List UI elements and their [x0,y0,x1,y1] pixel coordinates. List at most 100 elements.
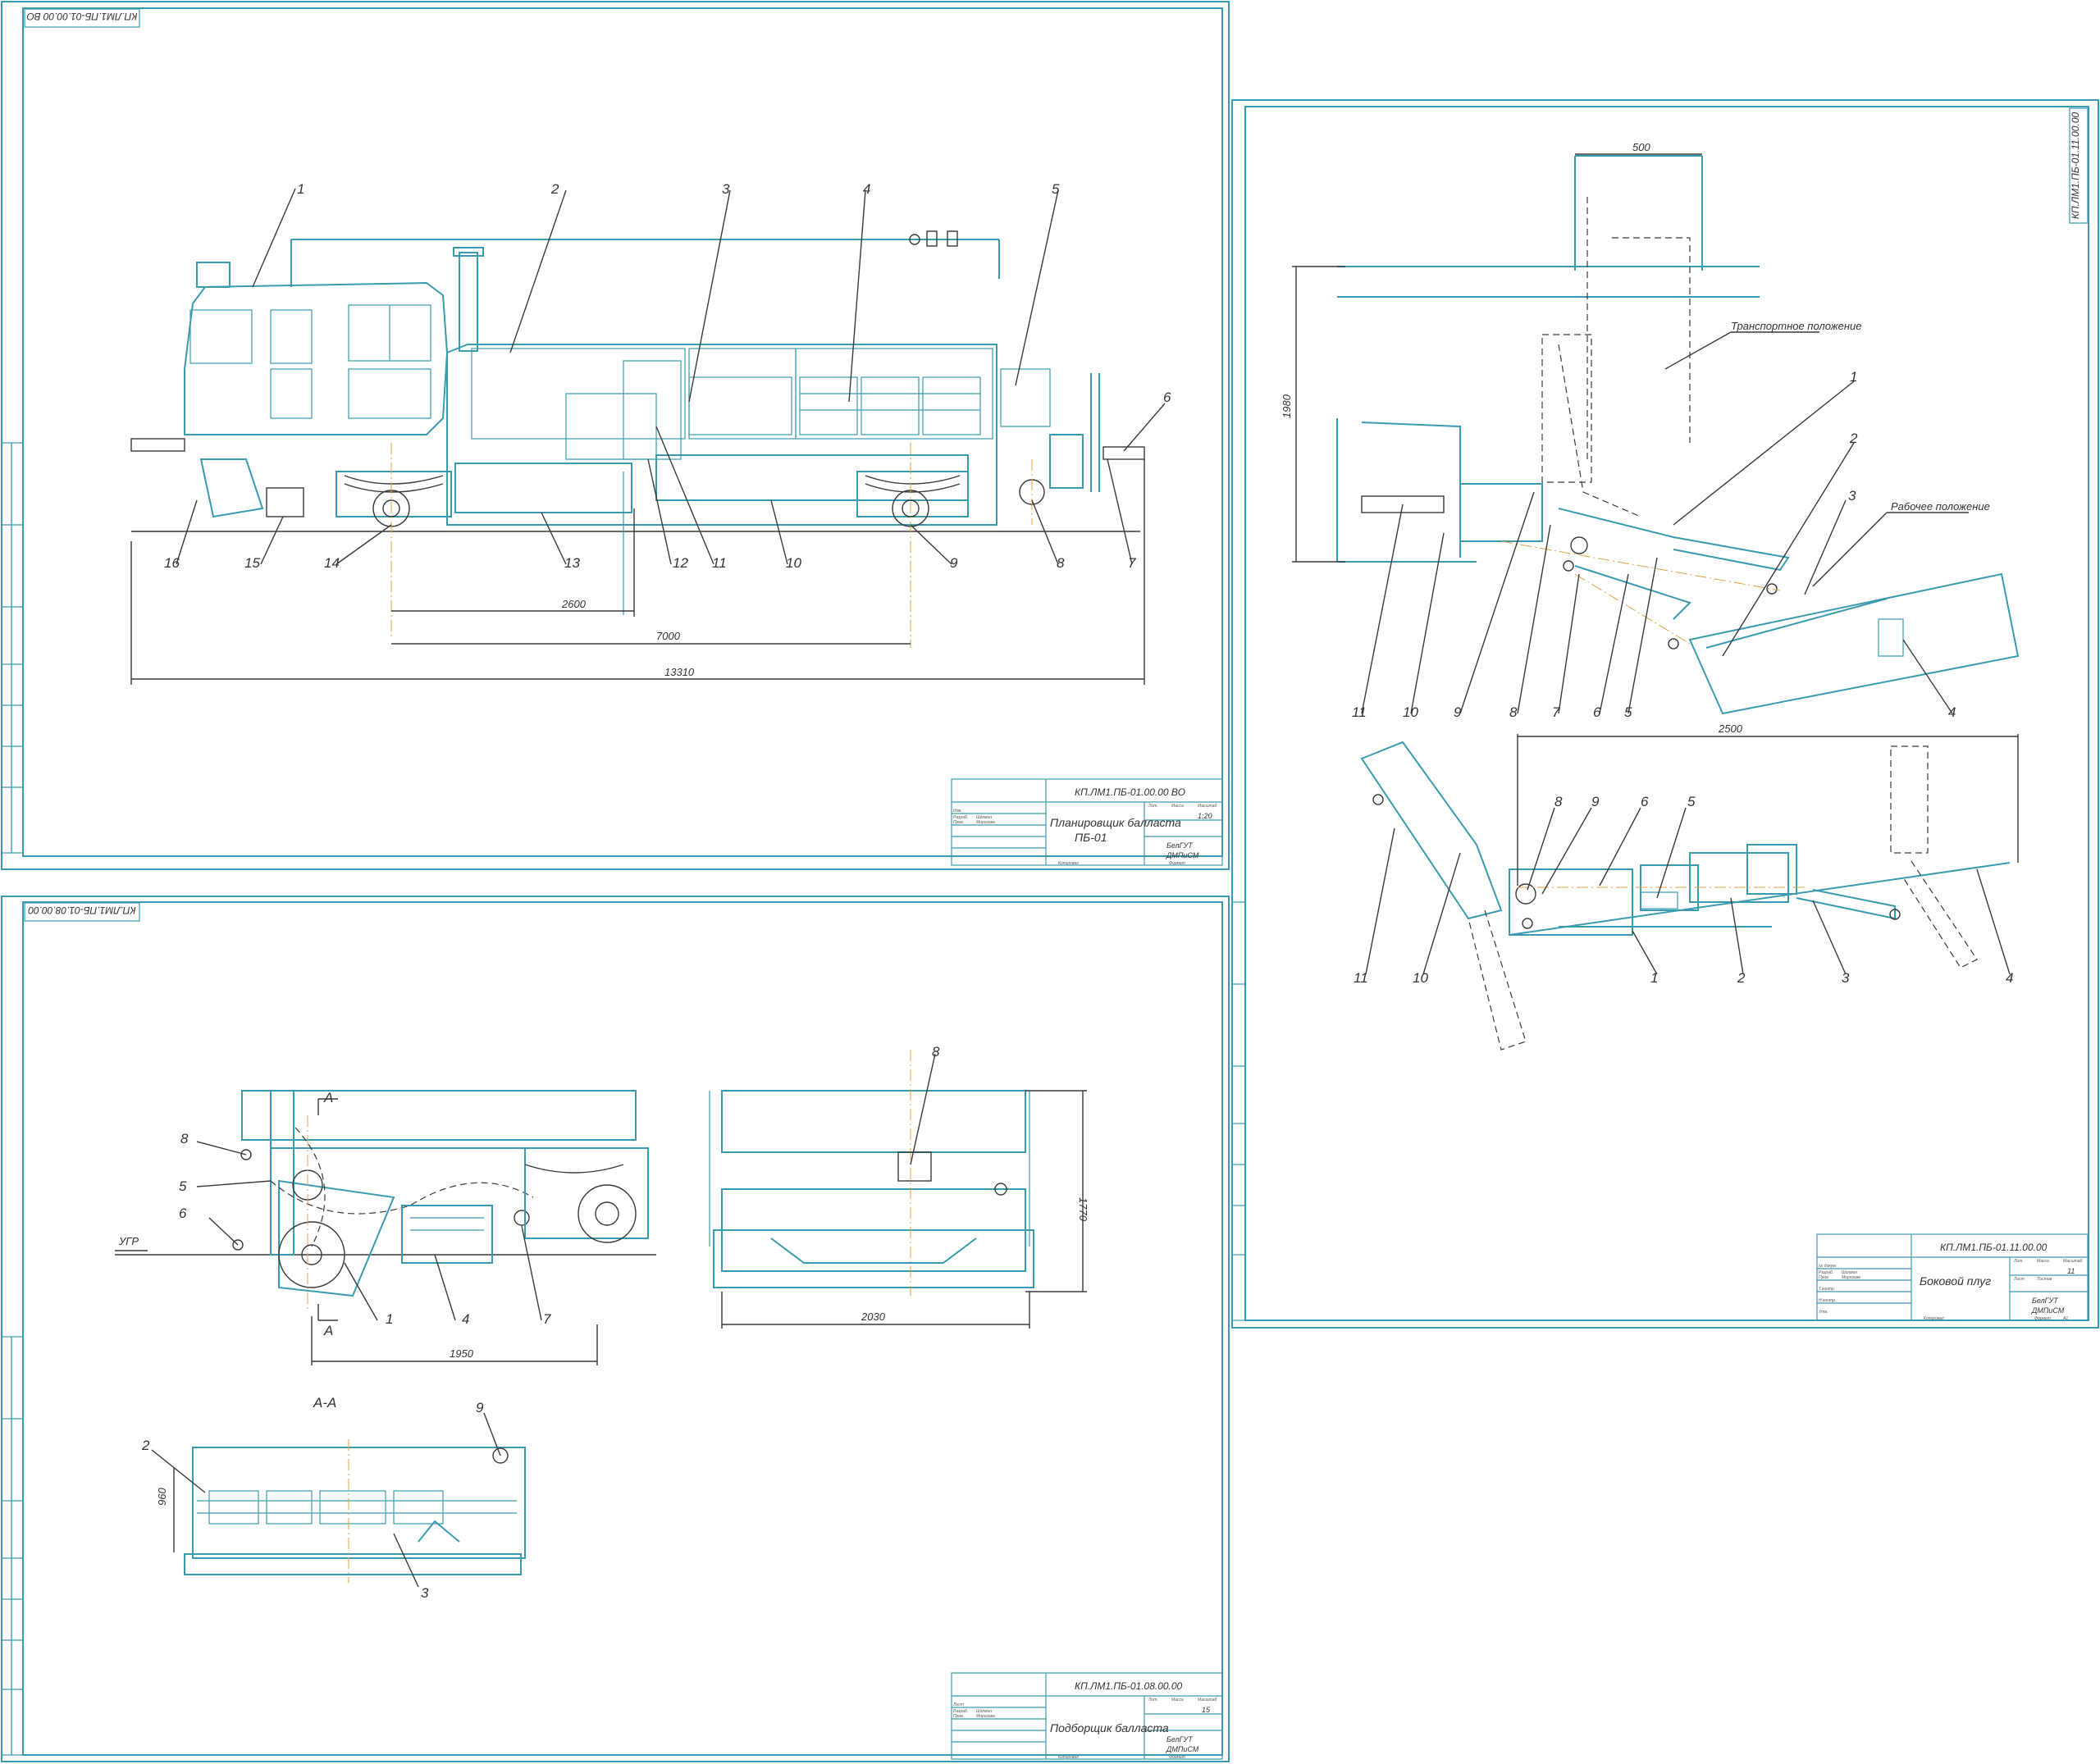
stamp-3-dokum: № докум. [1819,1264,1837,1269]
picker-callout-8a: 8 [180,1131,189,1146]
stamp-3-listov: Листов [2036,1277,2052,1282]
stamp-3-utv: Утв. [1819,1310,1828,1315]
dim-13310: 13310 [664,666,695,678]
footer-format: Формат [1169,861,1185,866]
note-transport: Транспортное положение [1731,320,1861,332]
sheet-2-stamp-code: КП.ЛМ1.ПБ-01.08.00.00 [1075,1680,1183,1692]
footer-2-format: Формат [1169,1755,1185,1760]
sheet-3-org-1: БелГУТ [2032,1297,2059,1305]
sheet-2-mass: 15 [1202,1706,1211,1714]
stamp-3-tkontr: Т.контр. [1819,1287,1835,1292]
callout-15: 15 [244,555,260,571]
plough-callout-5: 5 [1624,704,1632,720]
dim-1980: 1980 [1281,394,1293,418]
sheet-3-title: Боковой плуг [1920,1274,1991,1288]
stamp-2-massa: Масса [1171,1698,1184,1702]
plough-b-callout-8: 8 [1554,794,1563,809]
side-plough-top-view [1360,741,2011,1051]
callout-12: 12 [673,555,688,571]
sheet-1: КП.ЛМ1.ПБ-01.00.00 ВО [1,1,1230,870]
plough-callout-4: 4 [1948,704,1956,720]
picker-callout-4: 4 [462,1311,469,1327]
sheet-1-org-1: БелГУТ [1166,841,1194,850]
stamp-razrab: Разраб. [953,815,968,820]
sheet-3: КП.ЛМ1.ПБ-01.11.00.00 [1231,99,2099,1329]
callout-6: 6 [1163,390,1171,405]
stamp-2-razrab: Разраб. [953,1709,968,1714]
picker-callout-1: 1 [386,1311,393,1327]
plough-callout-1: 1 [1850,369,1857,385]
picker-callout-9: 9 [476,1400,484,1415]
callout-10: 10 [786,555,801,571]
dim-500: 500 [1632,141,1650,153]
stamp-3-nkontr: Н.контр. [1819,1298,1836,1303]
sheet-2-callouts: 1 2 3 4 5 6 7 8 8 9 А-А А А УГР [115,1044,940,1601]
callout-16: 16 [164,555,180,571]
footer-3-kopiroval: Копировал [1924,1316,1944,1321]
stamp-3-razrab: Разраб. [1819,1270,1833,1275]
callout-9: 9 [950,555,958,571]
callout-14: 14 [324,555,340,571]
sheet-1-title-line-1: Планировщик балласта [1050,816,1181,829]
ballast-picker-side-view [115,1090,656,1321]
plough-b-callout-3: 3 [1842,970,1850,986]
stamp-3-razrab-name: Шолмин [1842,1270,1857,1275]
front-bogie [336,443,452,640]
sheet-2-dimensions: 1950 2030 1770 960 [156,1090,1089,1552]
dim-2500: 2500 [1718,722,1743,735]
section-a-a [184,1439,526,1583]
callout-1: 1 [297,181,304,197]
sheet-2-title: Подборщик балласта [1050,1721,1169,1734]
stamp-2-razrab-name: Шолмин [976,1709,992,1714]
plough-b-callout-1: 1 [1650,970,1658,986]
plough-b-callout-11: 11 [1354,970,1368,986]
sheet-2-org-1: БелГУТ [1166,1735,1194,1743]
callout-5: 5 [1052,181,1060,197]
callout-7: 7 [1128,555,1136,571]
plough-callout-9: 9 [1454,704,1462,720]
sheet-2-title-block: Лист Разраб. Шолмин Пров. Морозова КП.ЛМ… [951,1672,1223,1760]
stamp-lit: Лит. [1148,804,1158,809]
stamp-3-prov-name: Морозова [1842,1275,1860,1280]
dim-1770: 1770 [1077,1197,1089,1222]
sheet-1-dimensions: 2600 7000 13310 [130,459,1145,685]
stamp-2-lit: Лит. [1148,1698,1158,1702]
sheet-3-margin [1231,901,1246,1321]
plough-callout-2: 2 [1849,431,1858,446]
plough-callout-3: 3 [1848,488,1856,504]
section-label: А-А [313,1395,336,1411]
ugr-label: УГР [118,1235,139,1247]
footer-2-kopiroval: Копировал [1058,1755,1079,1760]
callout-4: 4 [863,181,870,197]
stamp-izm: Изм. [953,809,962,814]
plough-callout-11: 11 [1352,704,1367,720]
sheet-3-org-2: ДМПиСМ [2031,1306,2065,1315]
callout-11: 11 [712,555,727,571]
stamp-2-prov-name: Морозова [976,1714,995,1719]
footer-kopiroval: Копировал [1058,861,1079,866]
dim-2600: 2600 [561,598,587,610]
picker-callout-3: 3 [421,1585,429,1601]
sheet-1-corner-code: КП.ЛМ1.ПБ-01.00.00 ВО [27,11,138,22]
sheet-1-title-line-2: ПБ-01 [1075,831,1107,844]
sheet-3-mass: 11 [2067,1267,2075,1275]
cut-label-top: А [323,1090,333,1105]
rear-bogie [856,443,969,648]
sheet-3-stamp-code: КП.ЛМ1.ПБ-01.11.00.00 [1940,1242,2048,1253]
ballast-picker-front-view [709,1050,1034,1296]
sheet-3-callouts-top: 1 2 3 4 5 6 7 8 9 10 11 [1352,369,1956,720]
stamp-razrab-name: Шолмин [976,815,992,820]
picker-callout-2: 2 [141,1438,150,1453]
sheet-1-org-2: ДМПиСМ [1166,851,1199,859]
sheet-2: КП.ЛМ1.ПБ-01.08.00.00 [1,896,1230,1762]
stamp-3-lit: Лит. [2013,1259,2024,1264]
dim-960: 960 [156,1488,168,1506]
callout-8: 8 [1057,555,1065,571]
stamp-prov-name: Морозова [976,820,995,825]
sheet-3-corner-code: КП.ЛМ1.ПБ-01.11.00.00 [2070,112,2081,220]
note-working: Рабочее положение [1891,500,1990,513]
ballast-regulator-side-view [130,230,1145,648]
stamp-massa: Масса [1171,804,1184,809]
picker-callout-5: 5 [179,1178,187,1194]
